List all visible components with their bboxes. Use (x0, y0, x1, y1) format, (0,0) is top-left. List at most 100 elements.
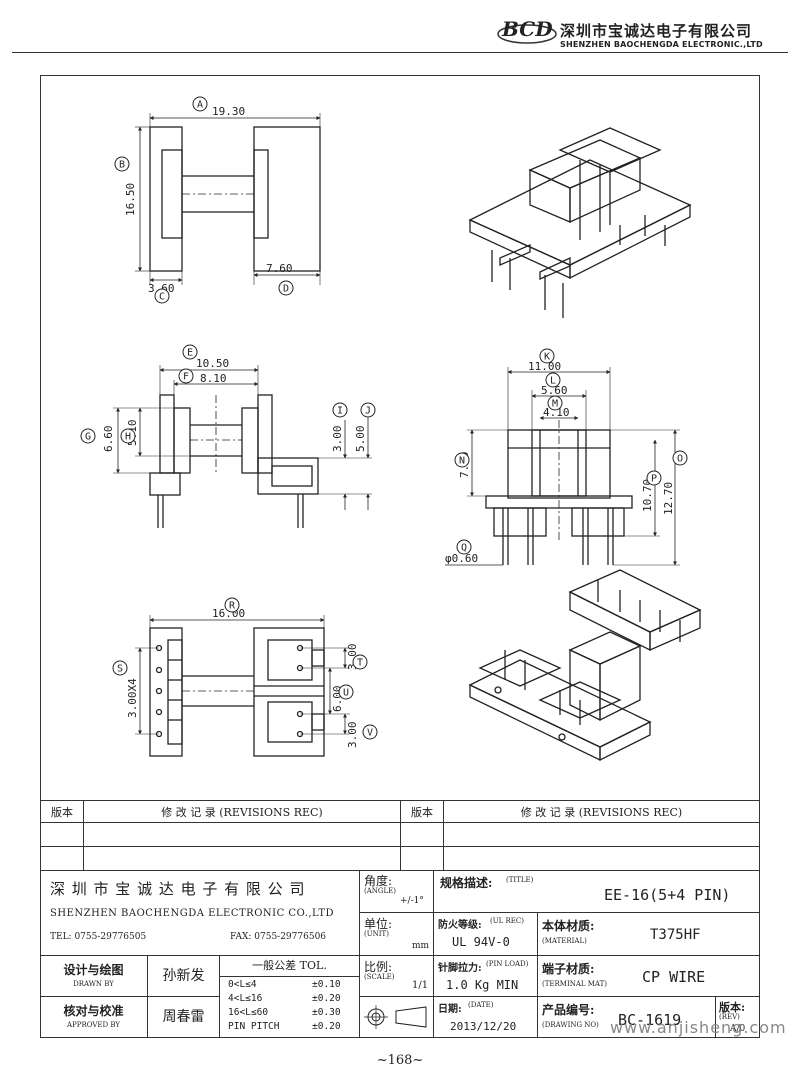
svg-text:Q: Q (461, 543, 467, 554)
rev-col-version-1: 版本 (40, 800, 84, 823)
tb-tel: TEL: 0755-29776505 (50, 932, 147, 942)
svg-text:C: C (159, 292, 165, 303)
tb-title-en: (TITLE) (506, 876, 534, 884)
tb-company-en: SHENZHEN BAOCHENGDA ELECTRONIC CO.,LTD (50, 908, 335, 919)
tb-angle-label: 角度: (364, 874, 393, 888)
dim-value-p: 10.70 (641, 479, 654, 512)
bottom-view (135, 615, 350, 757)
company-logo: BCD (496, 14, 558, 54)
svg-text:B: B (119, 160, 125, 171)
tb-scale-label: 比例: (364, 960, 393, 974)
svg-text:N: N (459, 456, 465, 467)
tb-pin-load-en: (PIN LOAD) (486, 960, 529, 968)
dim-callout-e: E (182, 344, 198, 360)
tb-terminal-en: (TERMINAL MAT) (542, 980, 608, 988)
dim-callout-s: S (112, 660, 128, 676)
svg-text:E: E (187, 348, 193, 359)
tb-ul-value: UL 94V-0 (452, 935, 510, 949)
dim-callout-r: R (224, 597, 240, 613)
tb-fax: FAX: 0755-29776506 (230, 932, 327, 942)
dimension-callouts: A B C D E F G H I J K L M N O P Q R S T U V (80, 96, 688, 740)
svg-text:K: K (544, 352, 550, 363)
tol-range-2: 4<L≤16 (228, 993, 263, 1004)
dim-value-f: 8.10 (200, 372, 227, 385)
tb-ul-en: (UL REC) (490, 917, 524, 925)
tb-material-value: T375HF (650, 927, 701, 943)
tb-approved-label: 核对与校准 (63, 1004, 124, 1018)
dim-callout-v: V (362, 724, 378, 740)
projection-symbol-icon (360, 997, 434, 1038)
header-company-cn: 深圳市宝诚达电子有限公司 (560, 22, 753, 40)
tol-range-4: PIN PITCH (228, 1021, 280, 1032)
tb-unit-en: (UNIT) (364, 930, 389, 938)
svg-text:U: U (343, 688, 349, 699)
svg-text:J: J (365, 406, 371, 417)
tb-date-label: 日期: (438, 1004, 462, 1015)
top-view (135, 113, 321, 285)
dim-value-g: 6.60 (102, 426, 115, 453)
tb-rev-value: A/0 (730, 1024, 746, 1034)
svg-text:P: P (651, 474, 657, 485)
dim-value-d: 7.60 (266, 262, 293, 275)
dim-value-q: φ0.60 (445, 552, 478, 565)
dim-value-o: 12.70 (662, 482, 675, 515)
tb-rev-en: (REV) (719, 1013, 740, 1021)
dim-value-a: 19.30 (212, 105, 245, 118)
tb-pin-load-label: 针脚拉力: (438, 963, 482, 974)
svg-text:S: S (117, 664, 123, 675)
tb-angle-en: (ANGLE) (364, 887, 396, 895)
dim-callout-b: B (114, 156, 130, 172)
side-view-left (113, 365, 372, 528)
tb-angle-value: +/-1° (400, 896, 424, 906)
tb-unit-value: mm (412, 941, 430, 951)
tb-rev-label: 版本: (719, 1001, 746, 1014)
page-number: ~168~ (376, 1053, 424, 1068)
svg-text:D: D (283, 284, 289, 295)
drawing-frame (40, 75, 760, 1038)
dim-callout-h: H (120, 428, 136, 444)
tb-approved-name: 周春雷 (148, 997, 220, 1038)
tb-pin-load-value: 1.0 Kg MIN (446, 978, 519, 992)
tb-drawing-no-en: (DRAWING NO) (542, 1021, 599, 1029)
svg-text:M: M (552, 399, 558, 410)
svg-text:F: F (183, 372, 189, 383)
watermark: www.anjisheng.com (610, 1018, 787, 1037)
dim-callout-n: N (454, 452, 470, 468)
tb-scale-value: 1/1 (412, 980, 429, 991)
tb-title-label: 规格描述: (440, 876, 493, 890)
tb-drawn-label: 设计与绘图 (63, 963, 124, 977)
tol-range-3: 16<L≤60 (228, 1007, 269, 1018)
svg-text:A: A (197, 100, 203, 111)
dim-callout-l: L (545, 372, 561, 388)
isometric-view-2 (468, 569, 702, 762)
header-company-en: SHENZHEN BAOCHENGDA ELECTRONIC.,LTD (560, 40, 763, 49)
dim-callout-d: D (278, 280, 294, 296)
dim-value-b: 16.50 (124, 183, 137, 216)
svg-text:V: V (367, 728, 373, 739)
tb-date-value: 2013/12/20 (450, 1020, 517, 1033)
tol-value-1: ±0.10 (312, 979, 341, 990)
dim-callout-i: I (332, 402, 348, 418)
tb-drawing-no-value: BC-1619 (618, 1011, 682, 1029)
svg-text:G: G (85, 432, 91, 443)
dim-value-k: 11.00 (528, 360, 561, 373)
tb-material-label: 本体材质: (542, 919, 595, 933)
tb-drawn-en: DRAWN BY (73, 980, 114, 988)
svg-text:O: O (677, 454, 683, 465)
tb-ul-label: 防火等级: (438, 920, 482, 931)
dim-callout-o: O (672, 450, 688, 466)
tb-drawing-no-label: 产品编号: (542, 1003, 595, 1017)
rev-col-version-2: 版本 (400, 800, 444, 823)
dim-value-j: 5.00 (354, 426, 367, 453)
dim-callout-g: G (80, 428, 96, 444)
tol-range-1: 0<L≤4 (228, 979, 257, 990)
dim-callout-c: C (154, 288, 170, 304)
svg-text:L: L (550, 376, 556, 387)
svg-text:R: R (229, 601, 236, 612)
logo-text: BCD (501, 17, 553, 41)
technical-drawing: 19.30 16.50 3.60 7.60 10.50 8.10 6.60 5.… (80, 96, 702, 762)
tb-scale-en: (SCALE) (364, 973, 395, 981)
revisions-table: 版本 修 改 记 录 (REVISIONS REC) 版本 修 改 记 录 (R… (40, 800, 760, 871)
dim-callout-t: T (352, 654, 368, 670)
dim-value-v: 3.00 (346, 722, 359, 749)
